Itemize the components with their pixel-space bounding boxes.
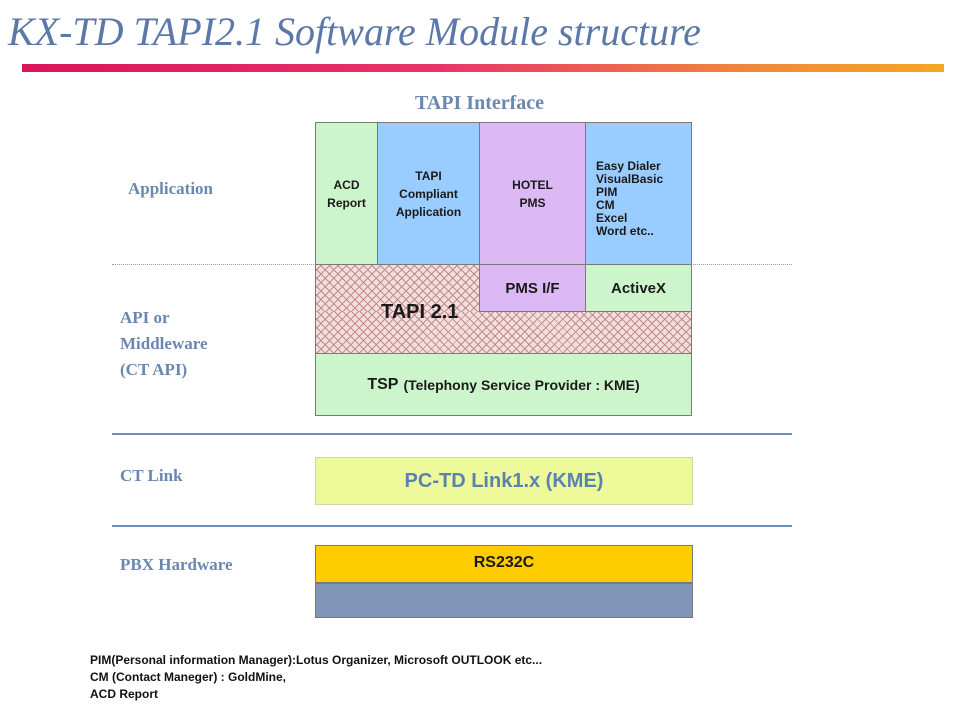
tapi-compliant-application-box: TAPI Compliant Application (377, 122, 480, 265)
layer-label-application: Application (128, 179, 214, 198)
acd-report-box: ACD Report (315, 122, 378, 265)
easy-line5: Excel (596, 210, 628, 225)
layer-label-api: API or Middleware (CT API) (120, 305, 208, 383)
tapi-app-line3: Application (395, 204, 462, 219)
layer-label-api-line1: API or (120, 308, 170, 327)
layer-label-api-line3: (CT API) (120, 360, 188, 379)
activex-box: ActiveX (585, 264, 692, 312)
tsp-box: TSP (Telephony Service Provider : KME) (315, 353, 692, 416)
layer-label-ct-link: CT Link (120, 466, 183, 485)
tapi21-area-bottom (315, 311, 692, 354)
tapi21-area-top (315, 264, 480, 312)
separator-line-pbx (112, 525, 792, 527)
footer-line-cm: CM (Contact Maneger) : GoldMine, (90, 670, 286, 684)
title-underline-bar (22, 64, 944, 72)
tsp-description: (Telephony Service Provider : KME) (403, 376, 640, 393)
footer-line-pim: PIM(Personal information Manager):Lotus … (90, 653, 543, 667)
rs232c-box: RS232C (315, 545, 693, 583)
easy-line2: VisualBasic (596, 171, 664, 186)
easy-line3: PIM (596, 184, 618, 199)
easy-dialer-box: Easy Dialer VisualBasic PIM CM Excel Wor… (585, 122, 692, 265)
easy-line6: Word etc.. (596, 223, 654, 238)
pbx-hardware-base (315, 583, 693, 618)
hotel-pms-line2: PMS (519, 195, 546, 210)
layer-label-api-line2: Middleware (120, 334, 208, 353)
acd-report-line1: ACD (333, 177, 360, 192)
footer-line-acd: ACD Report (90, 687, 158, 701)
tapi-app-line1: TAPI (415, 168, 442, 183)
tsp-label: TSP (367, 375, 399, 393)
pc-td-link-box: PC-TD Link1.x (KME) (315, 457, 693, 505)
easy-line4: CM (596, 197, 615, 212)
easy-line1: Easy Dialer (596, 158, 661, 173)
footer-notes: PIM(Personal information Manager):Lotus … (90, 652, 542, 703)
pms-if-box: PMS I/F (479, 264, 586, 312)
page-title: KX-TD TAPI2.1 Software Module structure (8, 9, 701, 54)
tapi21-label: TAPI 2.1 (381, 301, 459, 323)
acd-report-line2: Report (327, 195, 366, 210)
tapi-interface-label: TAPI Interface (415, 92, 545, 114)
tapi-app-line2: Compliant (399, 186, 458, 201)
separator-line-ct-link (112, 433, 792, 435)
hotel-pms-line1: HOTEL (512, 177, 553, 192)
layer-label-pbx-hardware: PBX Hardware (120, 555, 233, 574)
hotel-pms-box: HOTEL PMS (479, 122, 586, 265)
